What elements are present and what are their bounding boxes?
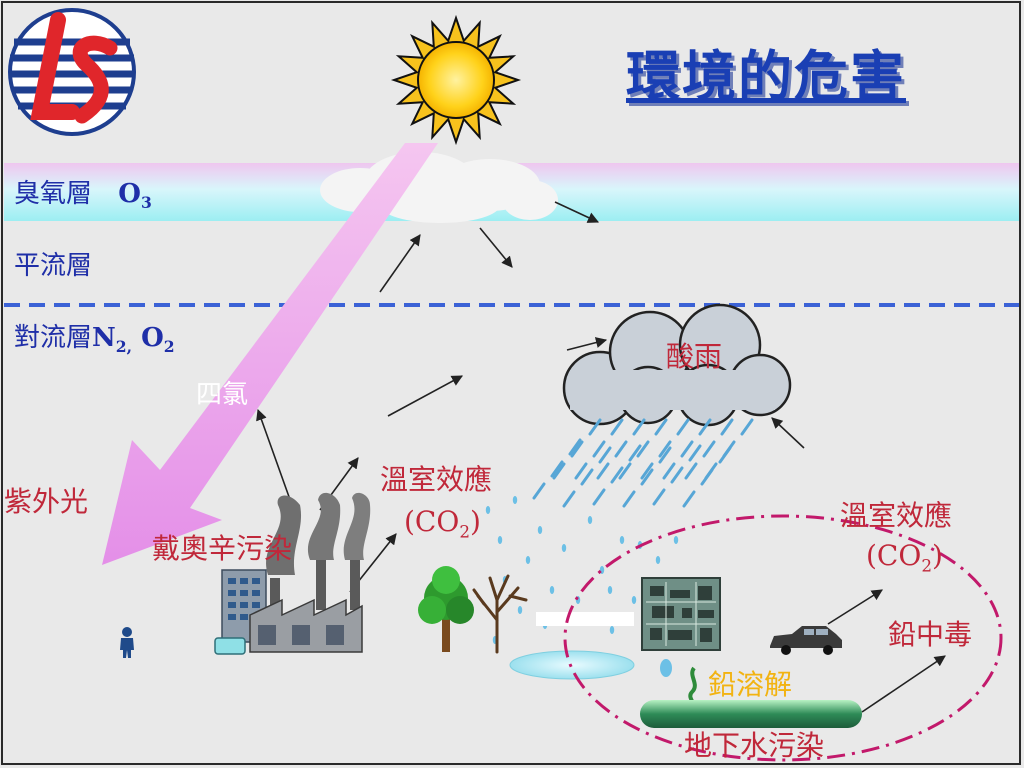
person-icon — [120, 627, 134, 658]
co2-right-close: ) — [932, 539, 943, 572]
groundwater-label: 地下水污染 — [684, 729, 825, 762]
ozone-formula-sub: 3 — [140, 193, 152, 213]
uv-arrow — [102, 143, 438, 565]
troposphere-text: 對流層 — [14, 323, 93, 353]
rain-cloud-icon — [562, 303, 792, 427]
lead-poisoning-label: 鉛中毒 — [888, 618, 973, 651]
faded-arrow-text: 四氯 — [196, 380, 249, 410]
greenhouse-label-left: 溫室效應 — [380, 463, 493, 496]
rain-streaks — [532, 418, 754, 508]
lead-drop — [660, 659, 672, 677]
factory-icon — [214, 492, 371, 655]
trees-icon — [418, 566, 528, 654]
co2-left-close: ) — [470, 505, 481, 538]
ozone-layer-label: 臭氧層 O3 — [14, 181, 152, 211]
co2-right-sub: 2 — [921, 555, 932, 576]
ozone-layer-text: 臭氧層 — [14, 179, 93, 209]
greenhouse-label-right: 溫室效應 — [840, 499, 953, 532]
co2-left-open: (CO — [404, 505, 460, 538]
groundwater-pipe — [640, 700, 862, 728]
troposphere-label: 對流層N2, O2 — [14, 325, 175, 355]
sun-icon — [390, 14, 522, 146]
acid-rain-label: 酸雨 — [666, 340, 723, 373]
white-strip — [536, 612, 634, 626]
co2-label-right: (CO2) — [866, 542, 943, 574]
troposphere-formula: N2, O2 — [92, 323, 175, 357]
tropo-n-sub: 2, — [115, 337, 133, 357]
pollution-zone-ellipse — [563, 514, 1003, 762]
lead-dissolve-label: 鉛溶解 — [708, 668, 793, 701]
ozone-formula-o: O — [118, 179, 141, 209]
tropo-o-sub: 2 — [163, 337, 175, 357]
page-title: 環境的危害 — [626, 45, 906, 108]
co2-label-left: (CO2) — [404, 508, 481, 540]
stratosphere-label: 平流層 — [14, 251, 93, 281]
car-icon — [770, 626, 842, 655]
co2-right-open: (CO — [866, 539, 922, 572]
ls-logo-icon — [8, 8, 136, 136]
ozone-formula: O3 — [118, 179, 152, 213]
tropo-n: N — [92, 323, 116, 353]
tropo-o: O — [132, 323, 164, 353]
uv-label: 紫外光 — [4, 485, 89, 518]
circuit-board-icon — [641, 577, 721, 651]
dioxin-label: 戴奧辛污染 — [152, 532, 293, 565]
co2-left-sub: 2 — [459, 521, 470, 542]
